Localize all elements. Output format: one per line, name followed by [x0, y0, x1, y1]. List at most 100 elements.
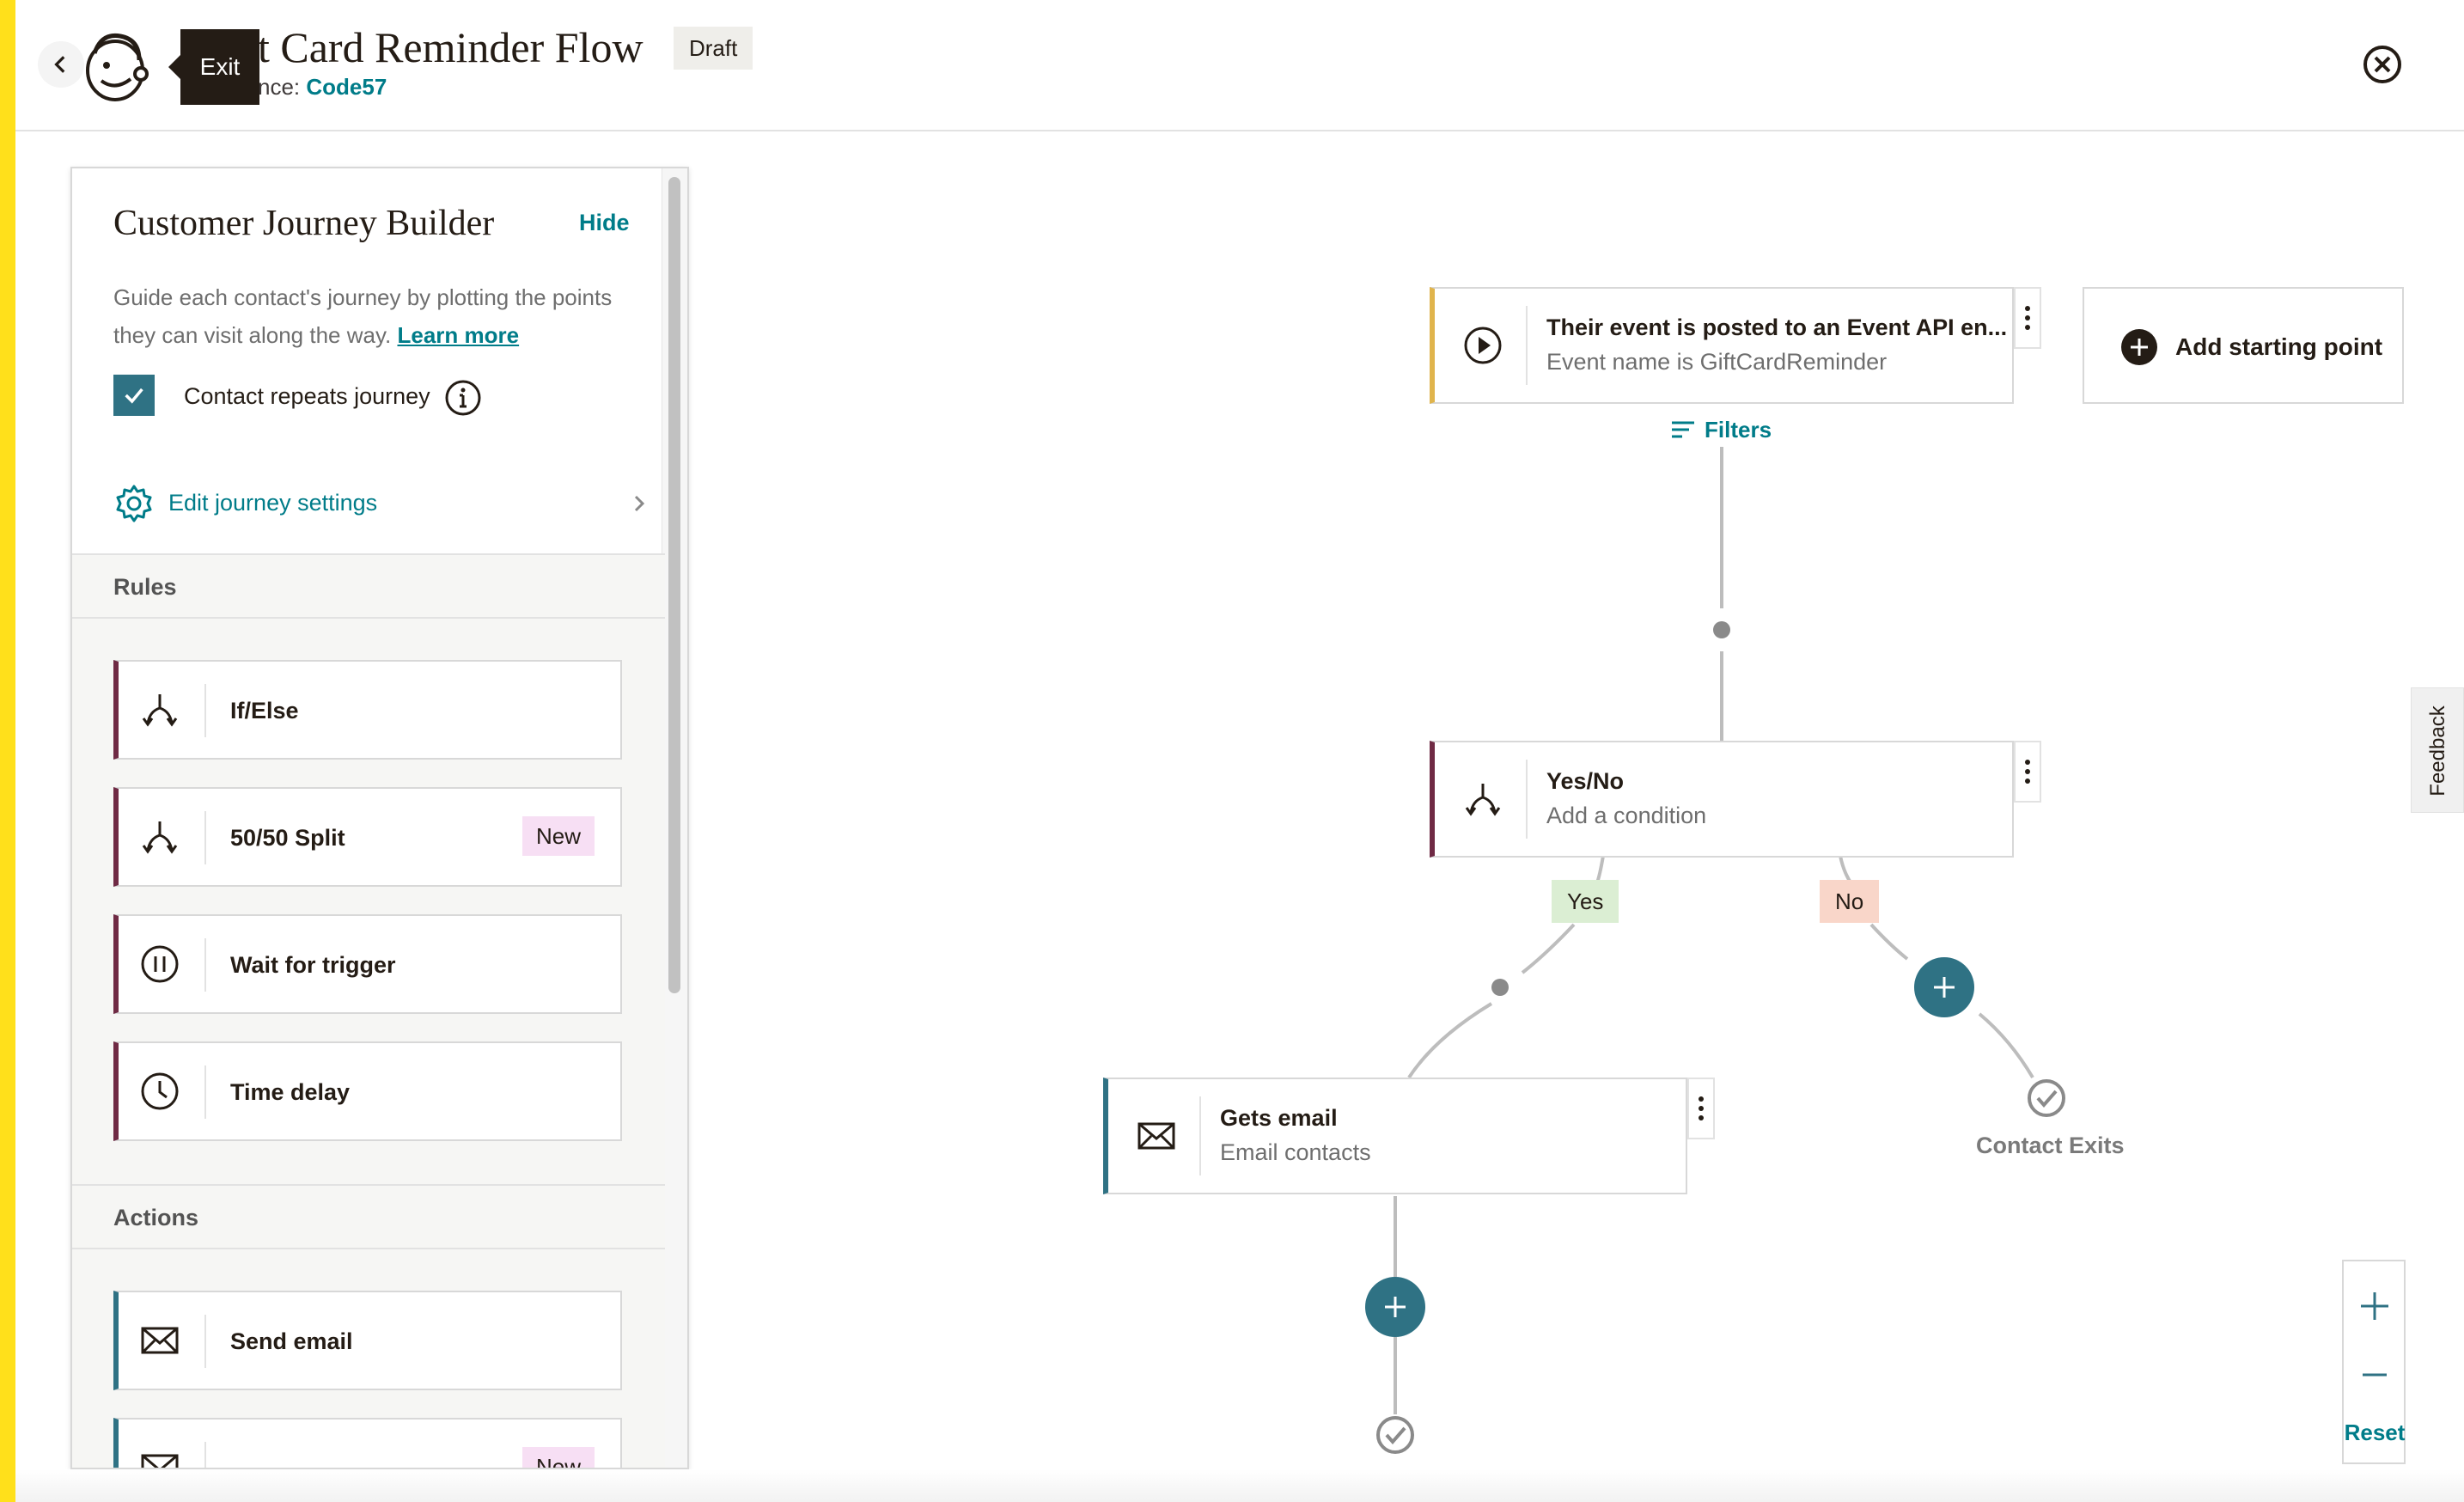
back-button[interactable] — [38, 41, 84, 88]
rules-section-header: Rules — [72, 553, 665, 619]
repeat-journey-checkbox[interactable] — [113, 375, 155, 416]
trigger-subtitle: Event name is GiftCardReminder — [1546, 349, 1888, 375]
edit-settings-label: Edit journey settings — [168, 490, 378, 516]
zoom-reset-button[interactable]: Reset — [2344, 1420, 2406, 1445]
card-separator — [1526, 760, 1528, 839]
filters-label: Filters — [1705, 416, 1772, 443]
learn-more-link[interactable]: Learn more — [397, 322, 520, 348]
condition-node[interactable]: Yes/No Add a condition — [1430, 741, 2014, 858]
actions-list: Send email New — [72, 1249, 665, 1468]
add-starting-point-button[interactable]: Add starting point — [2083, 287, 2404, 404]
chevron-right-icon — [634, 495, 645, 512]
email-variant-icon — [141, 1454, 179, 1468]
envelope-icon — [1137, 1122, 1175, 1150]
rule-label: 50/50 Split — [230, 825, 345, 851]
trigger-node[interactable]: Their event is posted to an Event API en… — [1430, 287, 2014, 404]
check-icon — [125, 388, 143, 404]
rule-label: Time delay — [230, 1079, 351, 1105]
bottom-edge — [15, 1469, 2464, 1502]
panel-scrollbar[interactable] — [662, 168, 687, 1468]
trigger-title: Their event is posted to an Event API en… — [1546, 314, 2008, 340]
rule-label: Wait for trigger — [230, 952, 396, 978]
audience-prefix: nce: — [258, 74, 301, 100]
contact-exits-label: Contact Exits — [1976, 1133, 2125, 1158]
zoom-controls: Reset — [2342, 1260, 2406, 1464]
split-arrows-icon — [1465, 784, 1501, 816]
page-title: t Card Reminder Flow — [258, 23, 643, 71]
rule-if-else[interactable]: If/Else — [113, 660, 622, 760]
rules-list: If/Else 50/50 Split New Wait for trigger — [72, 619, 665, 1184]
plus-icon — [1934, 977, 1955, 998]
filters-link[interactable]: Filters — [1670, 414, 1772, 445]
card-separator — [204, 811, 206, 864]
condition-title: Yes/No — [1546, 768, 1625, 794]
rule-wait-for-trigger[interactable]: Wait for trigger — [113, 914, 622, 1014]
email-node[interactable]: Gets email Email contacts — [1103, 1078, 1687, 1194]
zoom-out-icon[interactable] — [2359, 1359, 2390, 1390]
new-badge: New — [521, 816, 595, 856]
card-separator — [204, 1065, 206, 1119]
rule-label: If/Else — [230, 698, 299, 724]
condition-subtitle: Add a condition — [1546, 803, 1707, 828]
rule-time-delay[interactable]: Time delay — [113, 1041, 622, 1141]
status-badge: Draft — [674, 27, 753, 70]
audience-line: nce: Code57 — [258, 74, 387, 101]
close-icon[interactable] — [2359, 41, 2406, 88]
email-node-subtitle: Email contacts — [1220, 1139, 1371, 1165]
edit-journey-settings[interactable]: Edit journey settings — [113, 479, 646, 526]
email-node-menu-button[interactable] — [1687, 1078, 1715, 1139]
feedback-tab[interactable]: Feedback — [2411, 687, 2464, 813]
panel-description: Guide each contact's journey by plotting… — [113, 278, 629, 354]
repeat-journey-label: Contact repeats journey — [184, 383, 430, 409]
action-email-variant[interactable]: New — [113, 1418, 622, 1468]
card-separator — [204, 1442, 206, 1468]
brand-edge — [0, 0, 15, 1502]
exit-tooltip: Exit — [168, 29, 259, 105]
card-separator — [1199, 1096, 1201, 1175]
pause-icon — [141, 945, 179, 983]
add-step-button-after-email[interactable] — [1365, 1277, 1425, 1337]
kebab-icon — [1699, 1096, 1704, 1120]
no-branch-label: No — [1820, 880, 1880, 923]
kebab-icon — [2025, 760, 2030, 784]
plus-circle-icon — [2121, 329, 2157, 365]
clock-icon — [141, 1072, 179, 1110]
card-separator — [204, 1315, 206, 1368]
split-arrows-icon — [142, 694, 178, 727]
action-label: Send email — [230, 1328, 353, 1354]
audience-link[interactable]: Code57 — [306, 74, 387, 100]
chevron-left-icon — [54, 56, 65, 73]
trigger-menu-button[interactable] — [2014, 287, 2041, 349]
rule-50-50-split[interactable]: 50/50 Split New — [113, 787, 622, 887]
journey-builder-panel: Customer Journey Builder Hide Guide each… — [70, 167, 689, 1469]
card-separator — [204, 938, 206, 992]
split-arrows-icon — [142, 821, 178, 854]
add-starting-point-label: Add starting point — [2175, 333, 2383, 360]
rules-heading: Rules — [113, 574, 177, 600]
action-send-email[interactable]: Send email — [113, 1291, 622, 1390]
panel-title: Customer Journey Builder — [113, 204, 495, 243]
new-badge: New — [521, 1447, 595, 1468]
play-icon — [1464, 327, 1502, 364]
actions-section-header: Actions — [72, 1184, 665, 1249]
mailchimp-logo[interactable] — [77, 27, 155, 105]
hide-panel-link[interactable]: Hide — [579, 210, 630, 235]
add-step-button-no-branch[interactable] — [1914, 957, 1974, 1017]
feedback-label: Feedback — [2426, 705, 2449, 797]
zoom-in-icon[interactable] — [2359, 1291, 2390, 1322]
card-separator — [1526, 306, 1528, 385]
condition-menu-button[interactable] — [2014, 741, 2041, 803]
yes-branch-label: Yes — [1552, 880, 1619, 923]
scrollbar-thumb[interactable] — [668, 177, 680, 993]
envelope-icon — [141, 1327, 179, 1354]
filter-lines-icon — [1672, 421, 1694, 438]
kebab-icon — [2025, 306, 2030, 330]
email-node-title: Gets email — [1220, 1105, 1338, 1131]
gear-icon — [116, 485, 152, 522]
info-icon[interactable] — [443, 378, 483, 418]
card-separator — [204, 684, 206, 737]
plus-icon — [1385, 1297, 1406, 1317]
top-header: t Card Reminder Flow Draft nce: Code57 E… — [15, 0, 2464, 131]
description-text: Guide each contact's journey by plotting… — [113, 284, 613, 348]
actions-heading: Actions — [113, 1205, 199, 1230]
